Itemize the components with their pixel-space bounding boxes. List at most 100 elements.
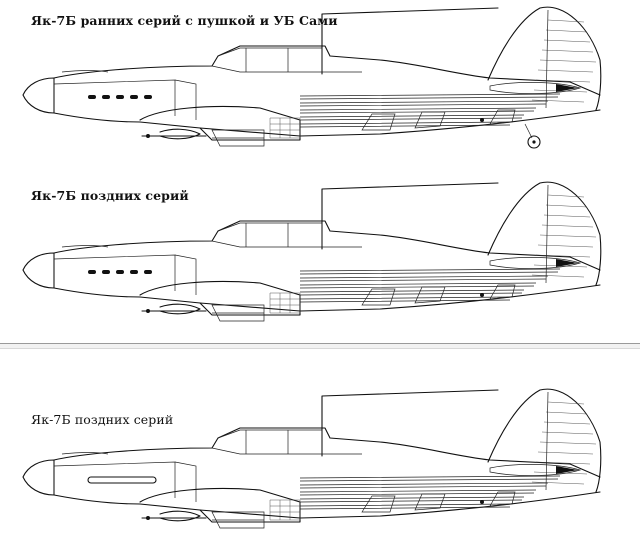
- rudder-rib: [531, 481, 585, 485]
- caption-early-series: Як-7Б ранних серий с пушкой и УБ Сами: [31, 13, 338, 28]
- access-hatch-3: [489, 491, 516, 507]
- canopy-frame: [211, 222, 362, 248]
- rudder-rib: [537, 244, 594, 248]
- tail-wheel-strut: [524, 123, 533, 139]
- fuselage-stringer: [299, 496, 525, 503]
- rudder-rib: [539, 234, 597, 238]
- exhaust-stub: [144, 95, 152, 99]
- exhaust-manifold: [87, 476, 157, 484]
- cannon-muzzle: [146, 309, 150, 313]
- cowl-panel-lines: [53, 461, 197, 502]
- access-hatch-2: [414, 493, 446, 511]
- tail-wheel: [527, 135, 541, 149]
- step-dot: [480, 118, 484, 122]
- access-hatch-3: [489, 284, 516, 300]
- cowl-panel-lines: [53, 254, 197, 295]
- propeller-spinner: [22, 459, 55, 496]
- fuselage-lower-line: [53, 109, 601, 137]
- rudder-rib: [547, 194, 585, 198]
- access-hatch-1: [361, 288, 396, 306]
- access-hatch-1: [361, 113, 396, 131]
- exhaust-stub: [88, 270, 96, 274]
- tail-wheel-hub: [532, 140, 536, 144]
- rudder-rib: [543, 39, 591, 43]
- access-hatch-3: [489, 109, 516, 125]
- rudder-rib: [545, 29, 588, 33]
- fuselage-stringer: [299, 275, 549, 282]
- exhaust-stub: [130, 270, 138, 274]
- fuselage-upper-line: [53, 427, 601, 478]
- rudder-rib: [541, 224, 594, 228]
- wing-root-fairing: [139, 487, 301, 523]
- fuselage-stringer: [299, 107, 537, 114]
- tailplane: [489, 257, 582, 269]
- canopy-frame: [211, 429, 362, 455]
- fuselage-stringer: [299, 482, 549, 489]
- oil-cooler: [211, 511, 265, 529]
- rudder-rib: [531, 99, 585, 103]
- rudder-hinge: [545, 184, 549, 284]
- tailplane-tip: [556, 466, 578, 474]
- fuselage-stringer: [299, 114, 525, 121]
- fin-rudder-outline: [487, 6, 602, 111]
- fuselage-stringer: [299, 503, 513, 510]
- step-dot: [480, 500, 484, 504]
- rudder-rib: [535, 79, 591, 83]
- rudder-rib: [543, 421, 591, 425]
- rudder-rib: [531, 274, 585, 278]
- cowl-top-intake: [61, 245, 109, 248]
- propeller-spinner: [22, 252, 55, 289]
- wing-cannon: [141, 303, 207, 315]
- aircraft-side-view-late-2: [22, 388, 602, 529]
- cowl-top-intake: [61, 70, 109, 73]
- fin-rudder-outline: [487, 388, 602, 493]
- aircraft-side-view-late-1: [22, 181, 602, 322]
- oil-cooler: [211, 304, 265, 322]
- fuselage-stringer: [299, 268, 561, 275]
- exhaust-stub: [144, 270, 152, 274]
- cowl-panel-lines: [53, 79, 197, 120]
- tailplane-tip: [556, 84, 578, 92]
- rudder-hinge: [545, 9, 549, 109]
- fuselage-upper-line: [53, 220, 601, 271]
- rudder-rib: [545, 411, 588, 415]
- caption-late-series-1: Як-7Б поздних серий: [31, 188, 189, 203]
- access-hatch-2: [414, 111, 446, 129]
- oil-cooler: [211, 129, 265, 147]
- wing-cannon: [141, 128, 207, 140]
- exhaust-stub: [102, 95, 110, 99]
- rudder-rib: [541, 431, 594, 435]
- rudder-rib: [543, 214, 591, 218]
- propeller-spinner: [22, 77, 55, 114]
- exhaust-stub: [116, 270, 124, 274]
- fuselage-lower-line: [53, 491, 601, 519]
- rudder-rib: [535, 254, 591, 258]
- canopy-frame: [211, 47, 362, 73]
- fuselage-upper-line: [53, 45, 601, 96]
- rudder-rib: [537, 451, 594, 455]
- exhaust-stub: [116, 95, 124, 99]
- rudder-rib: [539, 59, 597, 63]
- wing-root-fairing: [139, 105, 301, 141]
- radiator-grille: [269, 117, 301, 139]
- step-dot: [480, 293, 484, 297]
- panel-separator: [0, 343, 640, 349]
- fuselage-stringer: [299, 289, 525, 296]
- fuselage-stringer: [299, 296, 513, 303]
- tailplane: [489, 464, 582, 476]
- exhaust-stub: [88, 95, 96, 99]
- wing-root-fairing: [139, 280, 301, 316]
- fin-rudder-outline: [487, 181, 602, 286]
- fuselage-stringer: [299, 489, 537, 496]
- exhaust-stub: [130, 95, 138, 99]
- fuselage-stringer: [299, 93, 561, 100]
- exhaust-stub: [102, 270, 110, 274]
- cannon-muzzle: [146, 134, 150, 138]
- tailplane-tip: [556, 259, 578, 267]
- caption-late-series-2: Як-7Б поздних серий: [31, 412, 174, 427]
- fuselage-stringer: [299, 282, 537, 289]
- fuselage-lower-line: [53, 284, 601, 312]
- fuselage-stringer: [299, 100, 549, 107]
- wing-cannon: [141, 510, 207, 522]
- rudder-hinge: [545, 391, 549, 491]
